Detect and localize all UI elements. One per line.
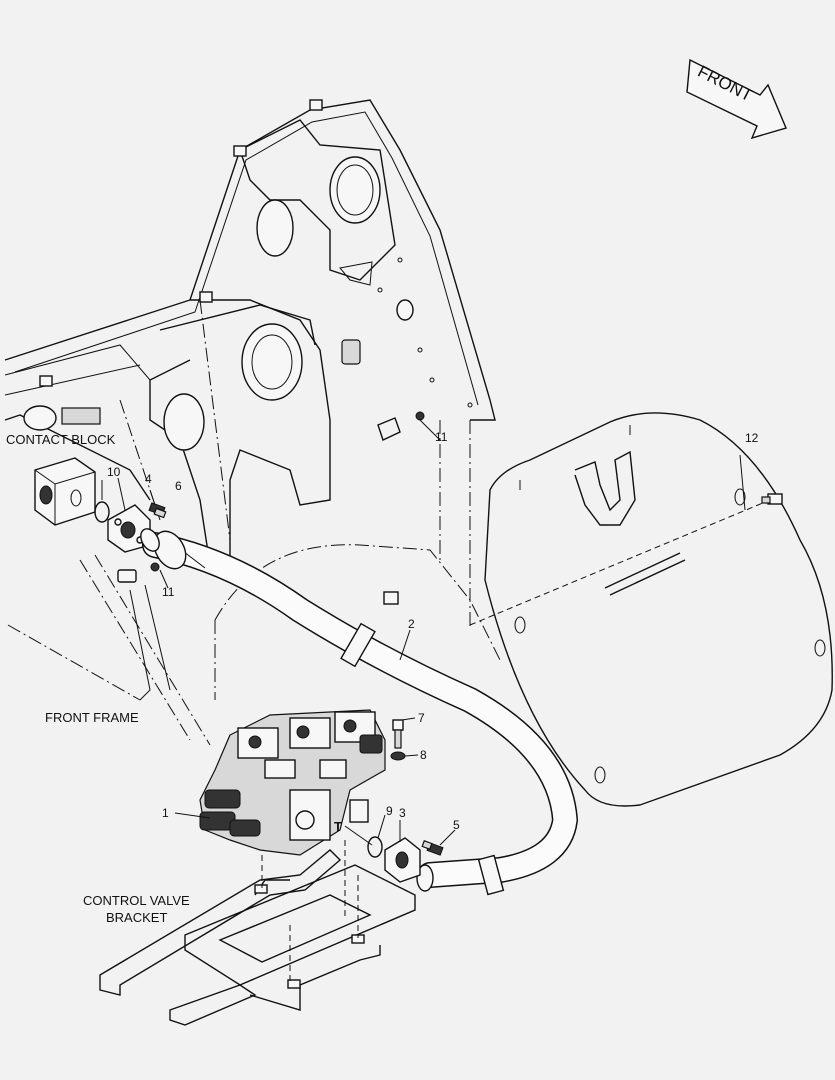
o-ring-10 [94, 501, 110, 523]
bolt-6 [148, 502, 167, 519]
callout-10: 10 [107, 465, 121, 479]
o-ring-9 [367, 836, 383, 858]
contact-block-label: CONTACT BLOCK [6, 432, 116, 447]
front-frame-label: FRONT FRAME [45, 710, 139, 725]
callout-11-upper: 11 [435, 430, 448, 444]
callout-3: 3 [399, 806, 406, 820]
callout-6: 6 [175, 479, 182, 493]
callout-2: 2 [408, 617, 415, 631]
callout-8: 8 [420, 748, 427, 762]
callout-5: 5 [453, 818, 460, 832]
cover-plate-12 [469, 412, 833, 807]
callout-7: 7 [418, 711, 425, 725]
split-flange-3 [384, 837, 421, 883]
control-valve-1 [199, 709, 386, 856]
nut-11-lower [150, 562, 160, 572]
washer-8 [390, 751, 406, 761]
hose-2 [140, 528, 579, 896]
control-valve-bracket [99, 840, 416, 1026]
callout-1: 1 [162, 806, 169, 820]
callout-9: 9 [386, 804, 393, 818]
leader-lines [101, 419, 746, 846]
callout-12: 12 [745, 431, 759, 445]
nut-11-upper [415, 411, 425, 421]
port-t-label: T [334, 819, 342, 834]
front-frame-structure [4, 99, 496, 566]
screw-12 [761, 493, 783, 505]
front-direction-arrow: FRONT [686, 58, 787, 140]
control-valve-bracket-label-line2: BRACKET [106, 910, 167, 925]
control-valve-bracket-label-line1: CONTROL VALVE [83, 893, 190, 908]
callout-11-lower: 11 [162, 585, 175, 599]
bolt-5 [421, 840, 444, 856]
front-frame-lower-outline [7, 299, 501, 746]
callout-4: 4 [145, 472, 152, 486]
bolt-7 [392, 719, 404, 749]
contact-block [34, 457, 96, 526]
